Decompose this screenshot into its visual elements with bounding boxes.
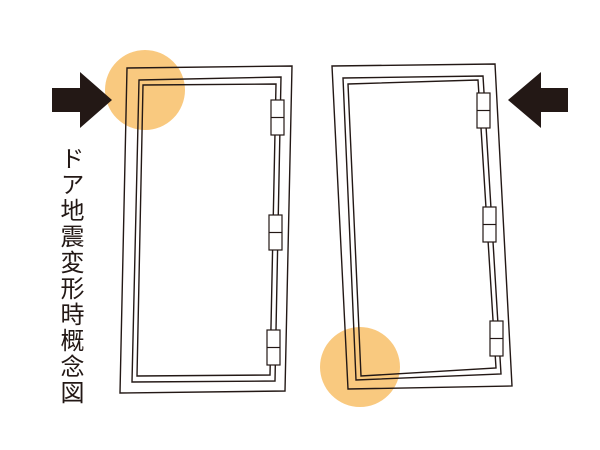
diagram-caption: ドア地震変形時概念図 — [56, 146, 84, 406]
hinge-icon — [489, 320, 504, 357]
left-door-middle-frame — [131, 76, 282, 383]
left-door-highlight-circle — [105, 50, 185, 130]
left-door-outer-frame — [119, 65, 293, 394]
hinge-icon — [268, 214, 283, 251]
right-door — [331, 63, 513, 390]
hinge-icon — [482, 206, 497, 243]
hinge-icon — [266, 329, 281, 366]
highlight-circles — [105, 50, 400, 407]
right-door-inner-frame — [347, 79, 497, 377]
hinge-icon — [476, 92, 491, 129]
right-door-middle-frame — [342, 75, 502, 381]
left-arrow-icon — [52, 72, 112, 128]
force-arrows — [52, 72, 568, 128]
left-door-inner-frame — [136, 83, 277, 377]
doors — [119, 63, 513, 394]
right-door-outer-frame — [331, 63, 513, 390]
right-arrow-icon — [508, 72, 568, 128]
hinge-icon — [270, 99, 285, 136]
left-door — [119, 65, 293, 394]
